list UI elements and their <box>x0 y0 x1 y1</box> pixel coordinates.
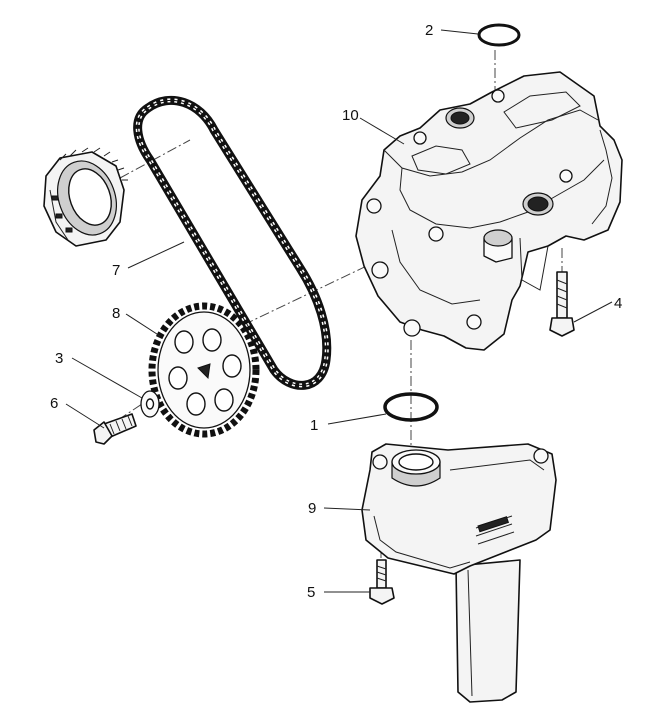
leader-lines <box>65 29 613 593</box>
upper-o-ring <box>477 23 521 47</box>
callout-10: 10 <box>342 107 359 124</box>
pump-sprocket <box>148 302 260 438</box>
callout-1: 1 <box>310 417 318 434</box>
callouts: 1 2 3 4 5 6 7 8 9 10 <box>50 22 622 601</box>
washer <box>140 390 160 418</box>
crank-sprocket <box>43 147 128 247</box>
callout-5: 5 <box>307 584 315 601</box>
lower-o-ring <box>383 392 439 422</box>
drive-chain <box>133 95 332 390</box>
pump-bolt <box>549 271 575 337</box>
callout-4: 4 <box>614 295 622 312</box>
callout-9: 9 <box>308 500 316 517</box>
callout-7: 7 <box>112 262 120 279</box>
sprocket-bolt <box>93 413 137 445</box>
callout-3: 3 <box>55 350 63 367</box>
callout-6: 6 <box>50 395 58 412</box>
callout-2: 2 <box>425 22 433 39</box>
callout-8: 8 <box>112 305 120 322</box>
oil-pickup <box>361 443 557 703</box>
oil-pump-body <box>355 71 623 351</box>
pickup-bolt <box>369 559 395 605</box>
